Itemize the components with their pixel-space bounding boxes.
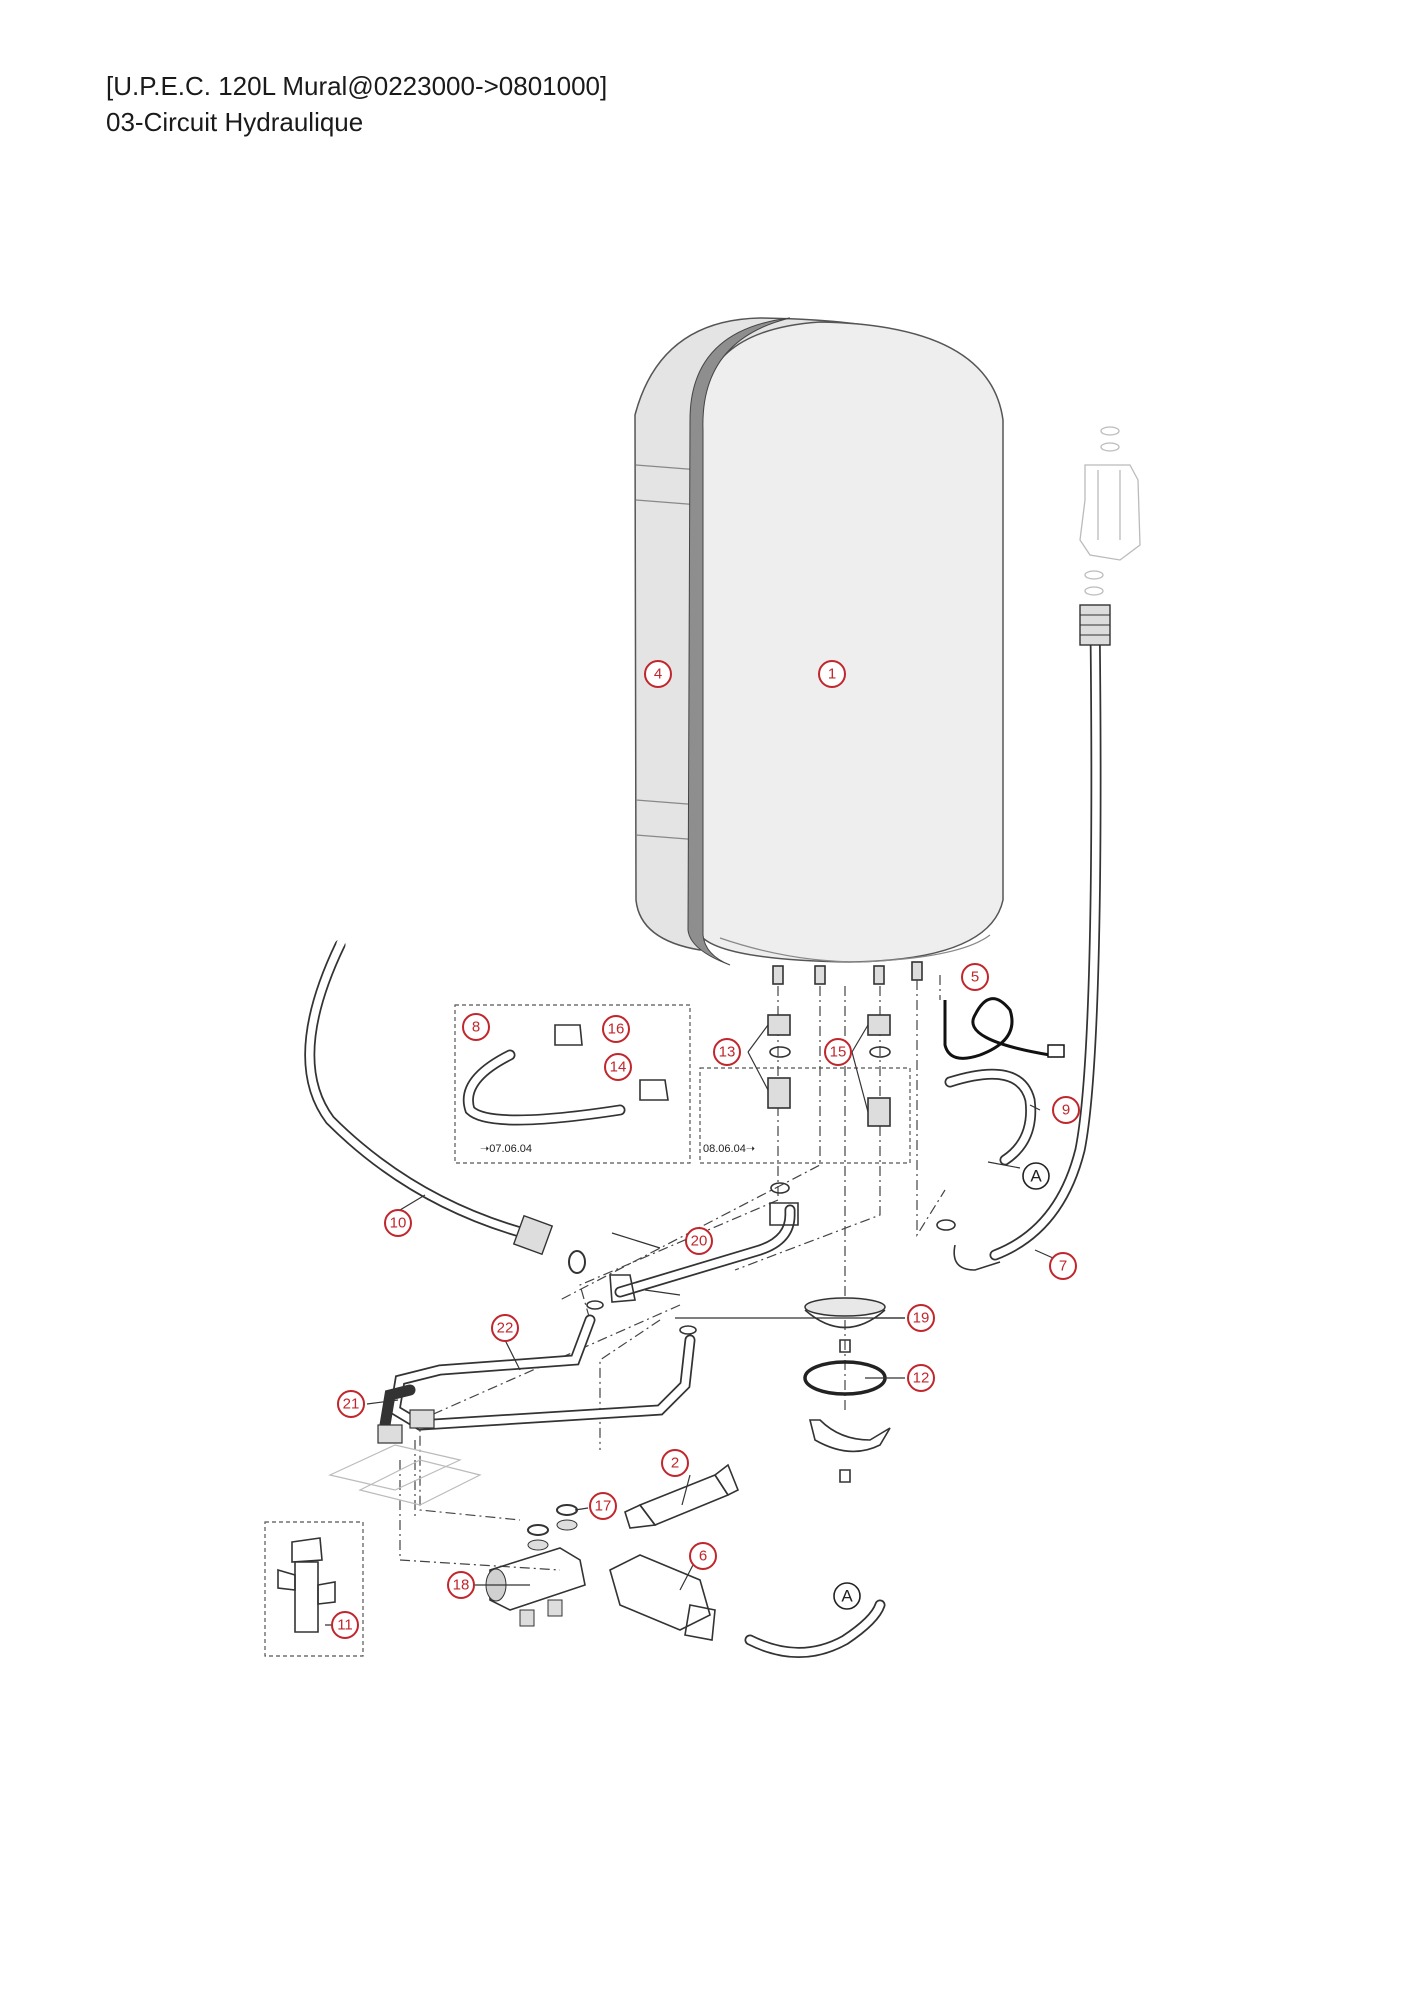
svg-text:7: 7: [1059, 1258, 1067, 1275]
callout-7: 7: [1049, 1252, 1077, 1280]
svg-text:8: 8: [472, 1019, 480, 1036]
pipes-21-22: [377, 1314, 696, 1444]
callout-5: 5: [961, 963, 989, 991]
svg-text:2: 2: [671, 1455, 679, 1472]
svg-text:5: 5: [971, 969, 979, 986]
diagram-title: [U.P.E.C. 120L Mural@0223000->0801000]: [106, 71, 608, 101]
svg-text:20: 20: [691, 1233, 708, 1250]
date-label-box-right: 08.06.04➝: [703, 1143, 755, 1155]
svg-text:17: 17: [595, 1498, 612, 1515]
svg-text:19: 19: [913, 1310, 930, 1327]
callout-6: 6: [689, 1542, 717, 1570]
ghost-panel: [328, 1444, 482, 1506]
svg-text:10: 10: [390, 1215, 407, 1232]
callout-12: 12: [907, 1364, 935, 1392]
tank-connections: [772, 961, 923, 985]
valve-2: [624, 1463, 740, 1529]
callout-19: 19: [907, 1304, 935, 1332]
group-box-8-14-16: [454, 1004, 691, 1164]
safety-group: [485, 1504, 586, 1627]
fittings-13-15: [586, 1014, 956, 1335]
callout-16: 16: [602, 1015, 630, 1043]
svg-text:18: 18: [453, 1577, 470, 1594]
hose-8: [462, 1024, 669, 1126]
header: [U.P.E.C. 120L Mural@0223000->0801000] 0…: [106, 68, 607, 140]
svg-text:21: 21: [343, 1396, 360, 1413]
svg-text:4: 4: [654, 666, 662, 683]
svg-text:1: 1: [828, 666, 836, 683]
callout-18: 18: [447, 1571, 475, 1599]
ref-a-bottom: A: [833, 1582, 861, 1610]
ghost-valve: [1079, 426, 1141, 596]
svg-text:A: A: [1030, 1167, 1042, 1186]
svg-text:16: 16: [608, 1021, 625, 1038]
callout-1: 1: [818, 660, 846, 688]
group-box-11: [264, 1521, 364, 1657]
cable-5: [943, 997, 1065, 1060]
callout-9: 9: [1052, 1096, 1080, 1124]
svg-text:6: 6: [699, 1548, 707, 1565]
callout-17: 17: [589, 1492, 617, 1520]
callout-15: 15: [824, 1038, 852, 1066]
pipe-20: [609, 1202, 799, 1303]
svg-text:15: 15: [830, 1044, 847, 1061]
svg-text:22: 22: [497, 1320, 514, 1337]
callout-20: 20: [685, 1227, 713, 1255]
callout-2: 2: [661, 1449, 689, 1477]
callout-22: 22: [491, 1314, 519, 1342]
anode-parts: [803, 1297, 891, 1483]
svg-text:12: 12: [913, 1370, 930, 1387]
group-box-13-15: [699, 1067, 911, 1164]
svg-text:14: 14: [610, 1059, 627, 1076]
date-label-box-left: ➝07.06.04: [480, 1143, 532, 1155]
hose-7: [953, 604, 1111, 1271]
hose-9: [944, 1068, 1037, 1169]
callout-21: 21: [337, 1390, 365, 1418]
svg-text:9: 9: [1062, 1102, 1070, 1119]
callout-10: 10: [384, 1209, 412, 1237]
svg-text:A: A: [841, 1587, 853, 1606]
callout-8: 8: [462, 1013, 490, 1041]
leader-lines: [325, 1024, 1063, 1626]
tank-body: [687, 317, 1004, 966]
svg-text:13: 13: [719, 1044, 736, 1061]
valve-6: [609, 1554, 886, 1658]
hose-10: [304, 901, 586, 1274]
callout-4: 4: [644, 660, 672, 688]
diagram-subtitle: 03-Circuit Hydraulique: [106, 107, 364, 137]
ref-a-right: A: [1022, 1162, 1050, 1190]
valve-11: [277, 1537, 336, 1633]
callout-13: 13: [713, 1038, 741, 1066]
callout-14: 14: [604, 1053, 632, 1081]
callout-11: 11: [331, 1611, 359, 1639]
svg-text:11: 11: [337, 1617, 353, 1634]
